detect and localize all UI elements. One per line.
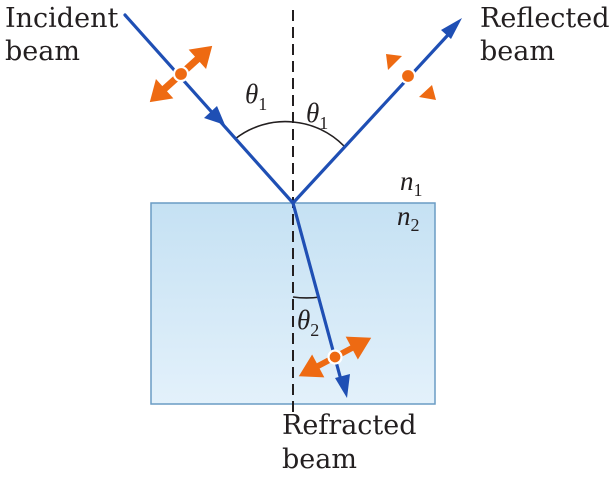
theta1-left-subscript: 1	[258, 94, 267, 114]
incident-arrowhead-icon	[204, 106, 225, 125]
reflected-arrowhead-icon	[441, 18, 462, 39]
theta1-right-symbol: θ	[306, 98, 319, 128]
theta1-left-label: θ1	[245, 79, 267, 114]
incident-beam-label-line2: beam	[5, 36, 80, 67]
theta1-left-arc	[234, 120, 294, 140]
incident-polarization-icon	[149, 45, 213, 103]
theta1-left-symbol: θ	[245, 79, 258, 109]
incident-beam	[123, 13, 295, 205]
incident-beam-label-line1: Incident	[5, 3, 118, 34]
theta2-subscript: 2	[310, 320, 319, 340]
n1-subscript: 1	[414, 180, 423, 200]
refracted-arrowhead-icon	[335, 374, 350, 398]
refracted-beam-label: Refracted beam	[282, 410, 425, 475]
n1-label: n1	[400, 166, 423, 200]
reflected-beam-label: Reflected beam	[480, 3, 610, 67]
reflected-beam-label-line1: Reflected	[480, 3, 610, 34]
theta1-right-subscript: 1	[319, 113, 328, 133]
reflected-beam-label-line2: beam	[480, 36, 555, 67]
n2-label: n2	[397, 201, 420, 235]
incident-beam-label: Incident beam	[5, 3, 127, 67]
theta1-right-label: θ1	[306, 98, 328, 133]
refracted-beam-label-line1: Refracted	[282, 410, 417, 441]
theta1-right-arc	[292, 121, 345, 147]
reflected-polarization-icon	[386, 54, 436, 100]
refracted-beam-label-line2: beam	[282, 444, 357, 475]
n2-subscript: 2	[411, 215, 420, 235]
reflected-beam	[291, 34, 449, 205]
n1-symbol: n	[400, 166, 414, 196]
refracted-polarization-icon	[298, 336, 372, 378]
theta2-symbol: θ	[297, 305, 310, 335]
theta2-label: θ2	[297, 305, 319, 340]
n2-symbol: n	[397, 201, 411, 231]
